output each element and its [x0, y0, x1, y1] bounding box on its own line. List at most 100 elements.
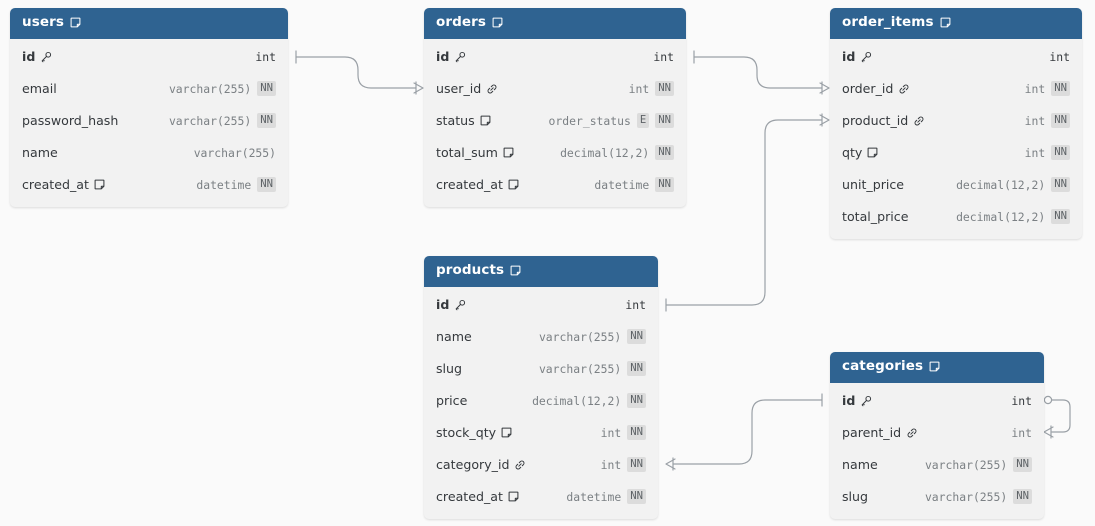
badge-nn: NN	[1051, 177, 1070, 192]
edge-categories-self-reference	[1043, 395, 1071, 439]
edge-users-id-to-orders-user-id	[295, 50, 424, 95]
column-name: qty	[842, 145, 863, 160]
column-meta-group: int	[653, 50, 674, 64]
column-name: created_at	[22, 177, 89, 192]
table-header-users[interactable]: users	[10, 8, 288, 39]
column-type: int	[1011, 393, 1032, 408]
column-name: created_at	[436, 489, 503, 504]
column-type: int	[1049, 49, 1070, 64]
column-type: datetime	[594, 177, 650, 192]
column-name: total_price	[842, 209, 909, 224]
edge-orders-id-to-order-items-order-id	[693, 50, 830, 95]
column-meta-group: int	[625, 298, 646, 312]
badge-e: E	[636, 113, 650, 128]
column-row[interactable]: id int	[830, 41, 1082, 73]
column-name-group: name	[842, 457, 878, 472]
column-name: id	[436, 297, 450, 312]
column-meta-group: varchar(255)NN	[925, 489, 1032, 504]
column-name: password_hash	[22, 113, 119, 128]
table-header-order_items[interactable]: order_items	[830, 8, 1082, 39]
column-name: id	[842, 393, 856, 408]
column-row[interactable]: id int	[424, 289, 658, 321]
column-meta-group: int	[255, 50, 276, 64]
table-title: users	[22, 14, 64, 30]
column-type: int	[625, 297, 646, 312]
column-type: varchar(255)	[168, 113, 252, 128]
column-name-group: id	[842, 393, 872, 408]
badge-nn: NN	[627, 489, 646, 504]
badge-nn: NN	[655, 113, 674, 128]
badge-nn: NN	[627, 393, 646, 408]
column-name: unit_price	[842, 177, 905, 192]
note-icon	[929, 361, 940, 372]
table-header-categories[interactable]: categories	[830, 352, 1044, 383]
column-name-group: created_at	[436, 177, 519, 192]
badge-nn: NN	[257, 113, 276, 128]
note-icon	[503, 147, 514, 158]
column-type: int	[1024, 81, 1046, 96]
column-type: varchar(255)	[538, 361, 622, 376]
column-name-group: id	[436, 49, 466, 64]
column-type: int	[255, 49, 276, 64]
column-type: varchar(255)	[924, 489, 1008, 504]
table-header-orders[interactable]: orders	[424, 8, 686, 39]
note-icon	[480, 115, 491, 126]
column-row[interactable]: id int	[830, 385, 1044, 417]
key-icon	[40, 51, 52, 63]
column-name-group: email	[22, 81, 57, 96]
column-row[interactable]: password_hash varchar(255) NN	[10, 105, 288, 137]
note-icon	[510, 265, 521, 276]
column-name-group: id	[436, 297, 466, 312]
column-name: user_id	[436, 81, 482, 96]
column-type: decimal(12,2)	[560, 145, 650, 160]
badge-nn: NN	[257, 81, 276, 96]
table-title: products	[436, 262, 505, 278]
column-name: name	[22, 145, 58, 160]
column-row[interactable]: id int	[424, 41, 686, 73]
column-row[interactable]: created_at datetime NN	[10, 169, 288, 201]
column-name-group: id	[842, 49, 872, 64]
note-icon	[70, 17, 81, 28]
column-type: decimal(12,2)	[532, 393, 622, 408]
note-icon	[508, 179, 519, 190]
badge-nn: NN	[655, 81, 674, 96]
column-type: datetime	[196, 177, 252, 192]
badge-nn: NN	[627, 457, 646, 472]
badge-nn: NN	[257, 177, 276, 192]
table-header-products[interactable]: products	[424, 256, 658, 287]
